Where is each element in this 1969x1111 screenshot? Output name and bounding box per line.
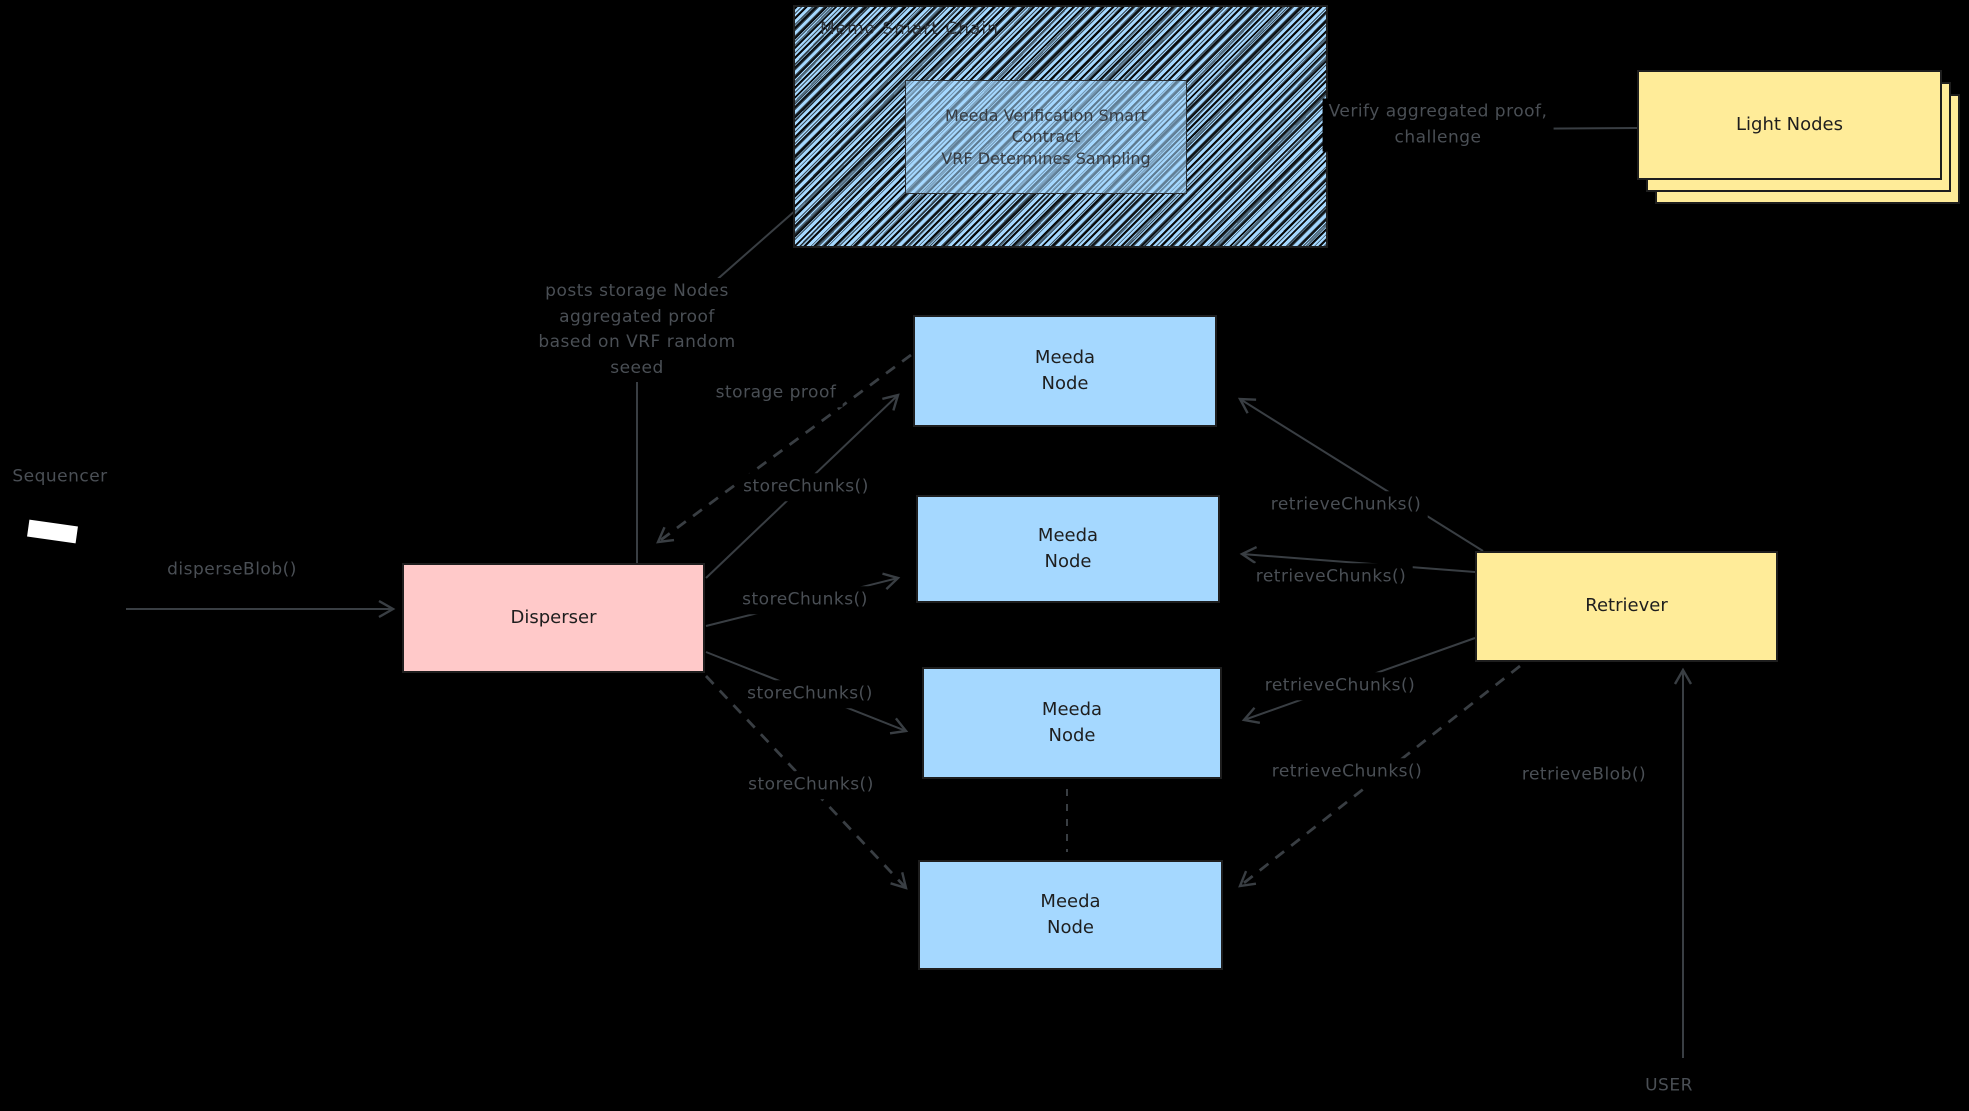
meeda-node-4-label: Meeda Node: [1040, 890, 1101, 938]
retriever-box: Retriever: [1475, 551, 1778, 662]
edge-retrieve-1: [1237, 397, 1484, 552]
meeda-node-4: Meeda Node: [918, 860, 1223, 970]
disperser-label: Disperser: [510, 606, 597, 628]
disperser-box: Disperser: [402, 563, 705, 673]
edge-label-posts-proof: posts storage Nodes aggregated proof bas…: [532, 278, 742, 382]
edge-label-retrieve-blob: retrieveBlob(): [1521, 764, 1647, 785]
edge-label-storage-proof: storage proof: [709, 379, 843, 407]
edge-retrieve-2: [1239, 546, 1476, 573]
light-nodes-label: Light Nodes: [1736, 113, 1843, 135]
meeda-node-3-label: Meeda Node: [1041, 698, 1103, 746]
meeda-node-2: Meeda Node: [916, 495, 1220, 603]
edge-label-disperse-blob: disperseBlob(): [167, 559, 297, 580]
edge-label-retrieve-chunks-2: retrieveChunks(): [1249, 563, 1413, 591]
memo-smart-chain-box: Memo Smart Chain Meeda Verification Smar…: [793, 5, 1328, 248]
user-label: USER: [1645, 1075, 1693, 1096]
edge-label-retrieve-chunks-4: retrieveChunks(): [1265, 758, 1429, 786]
edge-label-store-chunks-4: storeChunks(): [742, 771, 880, 799]
edge-label-store-chunks-1: storeChunks(): [737, 473, 875, 501]
sequencer-label: Sequencer: [12, 466, 108, 487]
edge-label-verify: Verify aggregated proof, challenge: [1322, 98, 1554, 152]
meeda-node-3: Meeda Node: [922, 667, 1222, 779]
meeda-verification-contract-box: Meeda Verification Smart Contract VRF De…: [905, 80, 1187, 194]
edge-label-retrieve-chunks-1: retrieveChunks(): [1264, 491, 1428, 519]
edge-storage-proof: [656, 353, 912, 544]
light-nodes-box: Light Nodes: [1637, 70, 1942, 180]
meeda-node-1-label: Meeda Node: [1034, 346, 1096, 394]
edge-label-store-chunks-2: storeChunks(): [736, 586, 874, 614]
retriever-label: Retriever: [1585, 595, 1668, 617]
edge-label-store-chunks-3: storeChunks(): [741, 680, 879, 708]
edge-label-retrieve-chunks-3: retrieveChunks(): [1258, 672, 1422, 700]
meeda-node-2-label: Meeda Node: [1037, 524, 1099, 572]
memo-smart-chain-title: Memo Smart Chain: [820, 19, 999, 39]
meeda-node-1: Meeda Node: [913, 315, 1217, 427]
